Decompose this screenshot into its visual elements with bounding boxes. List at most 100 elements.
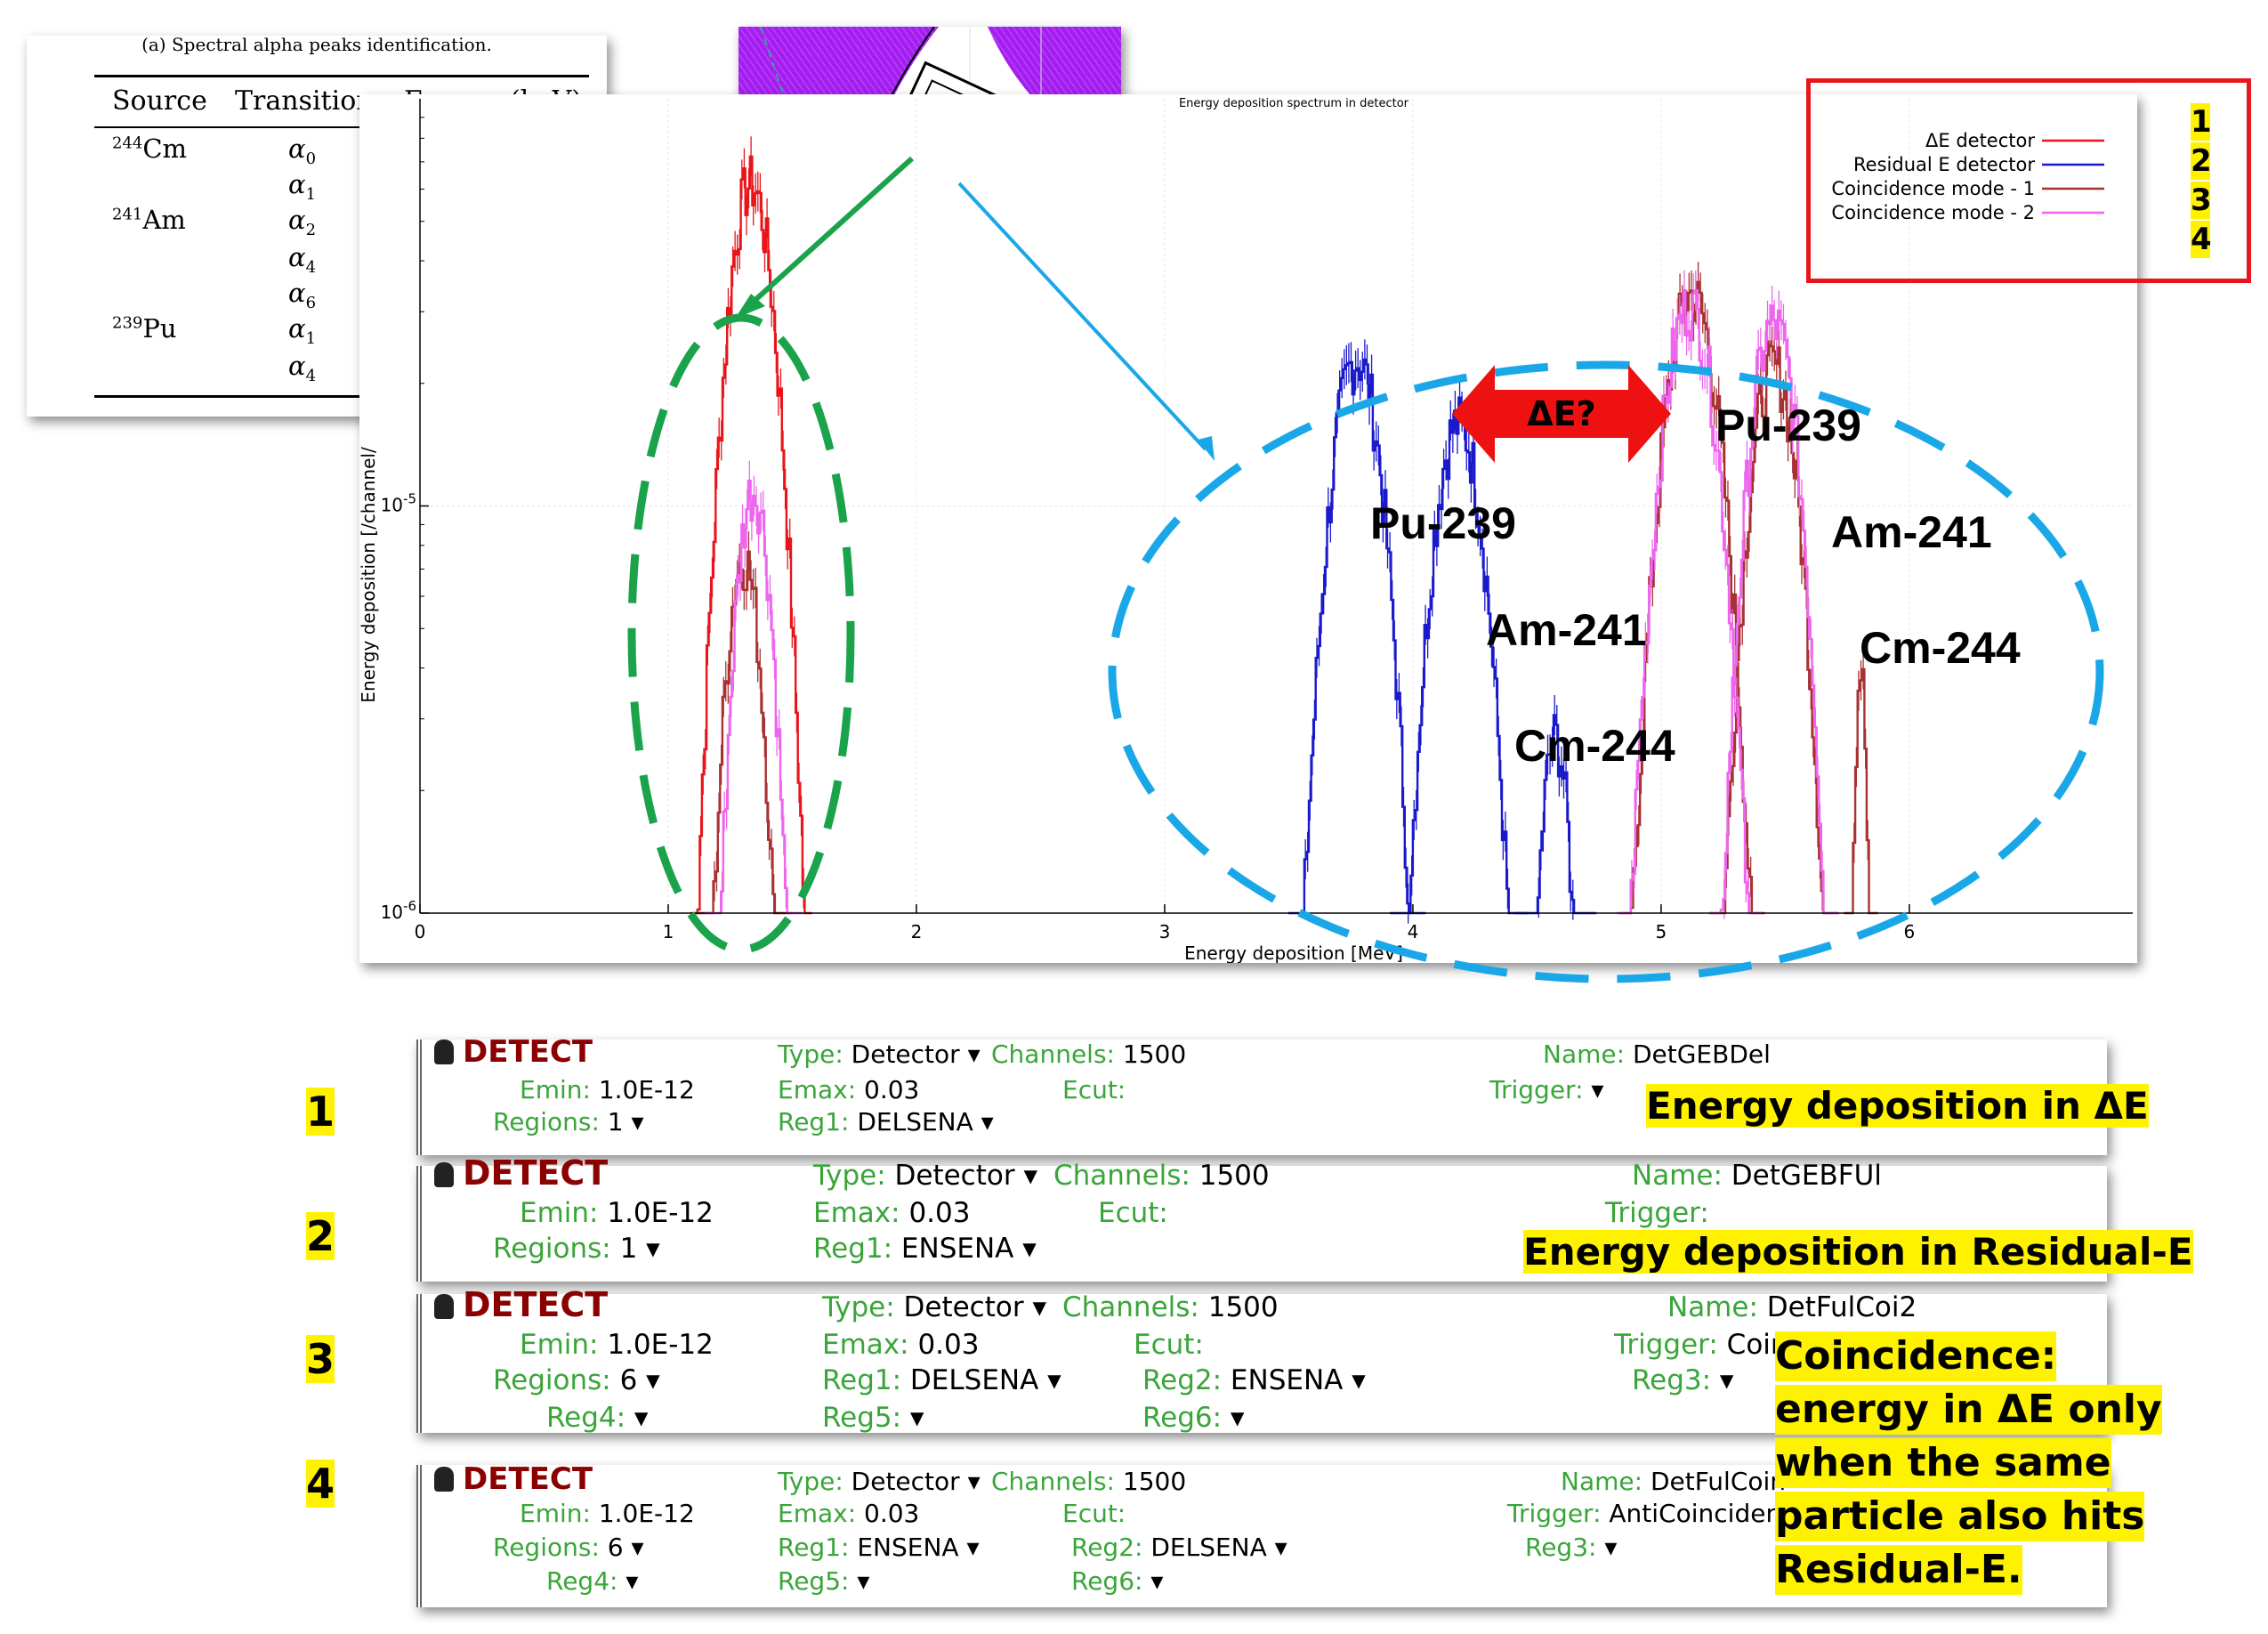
regions-select[interactable]: Regions: 6 ▾	[493, 1533, 644, 1562]
type-select[interactable]: Type: Detector ▾	[778, 1467, 981, 1496]
channels-field[interactable]: Channels: 1500	[1062, 1291, 1279, 1323]
reg3-select[interactable]: Reg3: ▾	[1632, 1364, 1733, 1396]
type-select-label: Type:	[813, 1160, 895, 1192]
detect-card-title: DETECT	[463, 1285, 609, 1324]
reg1-select-value[interactable]: DELSENA ▾	[857, 1107, 994, 1137]
emin-field[interactable]: Emin: 1.0E-12	[520, 1499, 695, 1528]
channels-field-value[interactable]: 1500	[1199, 1160, 1270, 1192]
ecut-field[interactable]: Ecut:	[1098, 1197, 1168, 1229]
reg4-select[interactable]: Reg4: ▾	[546, 1566, 638, 1596]
emin-field-value[interactable]: 1.0E-12	[607, 1329, 714, 1361]
reg3-select-value[interactable]: ▾	[1719, 1364, 1734, 1396]
name-field-value[interactable]: DetFulCoi2	[1766, 1291, 1917, 1323]
regions-select-value[interactable]: 6 ▾	[607, 1533, 644, 1562]
emin-field[interactable]: Emin: 1.0E-12	[520, 1075, 695, 1104]
detect-card-title: DETECT	[463, 1034, 593, 1070]
reg1-select[interactable]: Reg1: ENSENA ▾	[778, 1533, 980, 1562]
reg1-select[interactable]: Reg1: ENSENA ▾	[813, 1233, 1037, 1265]
ecut-field[interactable]: Ecut:	[1062, 1075, 1126, 1104]
delta-e-label: ΔE?	[1527, 394, 1595, 433]
emin-field-value[interactable]: 1.0E-12	[598, 1499, 695, 1528]
channels-field[interactable]: Channels: 1500	[1053, 1160, 1270, 1192]
name-field-label: Name:	[1667, 1291, 1767, 1323]
reg1-select-value[interactable]: DELSENA ▾	[909, 1364, 1061, 1396]
emin-field-value[interactable]: 1.0E-12	[607, 1197, 714, 1229]
emax-field[interactable]: Emax: 0.03	[822, 1329, 979, 1361]
emax-field-value[interactable]: 0.03	[864, 1499, 920, 1528]
trigger-select[interactable]: Trigger: ▾	[1489, 1075, 1603, 1104]
name-field-value[interactable]: DetGEBDel	[1632, 1039, 1771, 1069]
reg6-select[interactable]: Reg6: ▾	[1142, 1402, 1244, 1434]
channels-field[interactable]: Channels: 1500	[991, 1467, 1186, 1496]
emin-field[interactable]: Emin: 1.0E-12	[520, 1329, 714, 1361]
x-tick-label: 4	[1408, 921, 1419, 942]
channels-field[interactable]: Channels: 1500	[991, 1039, 1186, 1069]
type-select-value[interactable]: Detector ▾	[903, 1291, 1047, 1323]
name-field-value[interactable]: DetGEBFUl	[1731, 1160, 1882, 1192]
name-field[interactable]: Name: DetFulCoin	[1561, 1467, 1786, 1496]
reg3-select-value[interactable]: ▾	[1604, 1533, 1618, 1562]
reg2-select-value[interactable]: DELSENA ▾	[1150, 1533, 1287, 1562]
reg3-select[interactable]: Reg3: ▾	[1525, 1533, 1617, 1562]
emin-field-value[interactable]: 1.0E-12	[598, 1075, 695, 1104]
x-tick-label: 2	[911, 921, 923, 942]
reg6-select-value[interactable]: ▾	[1150, 1566, 1164, 1596]
emax-field-value[interactable]: 0.03	[864, 1075, 920, 1104]
detect-person-icon	[434, 1467, 454, 1492]
table-cell-source: 241Am	[112, 205, 186, 235]
regions-select-value[interactable]: 1 ▾	[619, 1233, 660, 1265]
emax-field-value[interactable]: 0.03	[917, 1329, 980, 1361]
type-select-value[interactable]: Detector ▾	[851, 1039, 981, 1069]
reg5-select-value[interactable]: ▾	[909, 1402, 924, 1434]
name-field[interactable]: Name: DetGEBFUl	[1632, 1160, 1882, 1192]
emin-field[interactable]: Emin: 1.0E-12	[520, 1197, 714, 1229]
type-select[interactable]: Type: Detector ▾	[822, 1291, 1046, 1323]
emin-field-label: Emin:	[520, 1197, 608, 1229]
regions-select[interactable]: Regions: 1 ▾	[493, 1107, 644, 1137]
channels-field-label: Channels:	[991, 1467, 1123, 1496]
regions-select[interactable]: Regions: 1 ▾	[493, 1233, 660, 1265]
name-field[interactable]: Name: DetGEBDel	[1543, 1039, 1771, 1069]
channels-field-value[interactable]: 1500	[1122, 1039, 1187, 1069]
channels-field-value[interactable]: 1500	[1207, 1291, 1279, 1323]
emax-field[interactable]: Emax: 0.03	[778, 1075, 919, 1104]
type-select-label: Type:	[778, 1039, 852, 1069]
type-select[interactable]: Type: Detector ▾	[813, 1160, 1037, 1192]
trigger-select[interactable]: Trigger:	[1605, 1197, 1709, 1229]
emax-field[interactable]: Emax: 0.03	[778, 1499, 919, 1528]
coincidence-note-line: when the same	[1775, 1438, 2111, 1488]
emax-field[interactable]: Emax: 0.03	[813, 1197, 970, 1229]
emax-field-value[interactable]: 0.03	[908, 1197, 971, 1229]
reg2-select[interactable]: Reg2: DELSENA ▾	[1071, 1533, 1287, 1562]
name-field[interactable]: Name: DetFulCoi2	[1667, 1291, 1917, 1323]
reg5-select[interactable]: Reg5: ▾	[778, 1566, 869, 1596]
chart-series	[690, 136, 1878, 924]
channels-field-value[interactable]: 1500	[1122, 1467, 1187, 1496]
regions-select-value[interactable]: 6 ▾	[619, 1364, 660, 1396]
reg1-select[interactable]: Reg1: DELSENA ▾	[822, 1364, 1061, 1396]
reg5-select-value[interactable]: ▾	[857, 1566, 870, 1596]
trigger-select-label: Trigger:	[1489, 1075, 1592, 1104]
reg2-select[interactable]: Reg2: ENSENA ▾	[1142, 1364, 1366, 1396]
table-cell-transition: α4	[288, 242, 316, 277]
reg1-select[interactable]: Reg1: DELSENA ▾	[778, 1107, 994, 1137]
ecut-field[interactable]: Ecut:	[1062, 1499, 1126, 1528]
name-field-value[interactable]: DetFulCoin	[1650, 1467, 1787, 1496]
detect-note: Energy deposition in ΔE	[1646, 1084, 2149, 1128]
trigger-select-value[interactable]: ▾	[1591, 1075, 1604, 1104]
reg4-select[interactable]: Reg4: ▾	[546, 1402, 648, 1434]
reg6-select[interactable]: Reg6: ▾	[1071, 1566, 1163, 1596]
reg1-select-value[interactable]: ENSENA ▾	[857, 1533, 980, 1562]
reg6-select-value[interactable]: ▾	[1230, 1402, 1245, 1434]
regions-select[interactable]: Regions: 6 ▾	[493, 1364, 660, 1396]
reg5-select[interactable]: Reg5: ▾	[822, 1402, 924, 1434]
reg4-select-value[interactable]: ▾	[634, 1402, 649, 1434]
reg1-select-value[interactable]: ENSENA ▾	[900, 1233, 1037, 1265]
regions-select-value[interactable]: 1 ▾	[607, 1107, 644, 1137]
type-select-value[interactable]: Detector ▾	[851, 1467, 981, 1496]
reg2-select-value[interactable]: ENSENA ▾	[1230, 1364, 1366, 1396]
reg4-select-value[interactable]: ▾	[626, 1566, 639, 1596]
type-select-value[interactable]: Detector ▾	[894, 1160, 1038, 1192]
ecut-field[interactable]: Ecut:	[1134, 1329, 1204, 1361]
type-select[interactable]: Type: Detector ▾	[778, 1039, 981, 1069]
